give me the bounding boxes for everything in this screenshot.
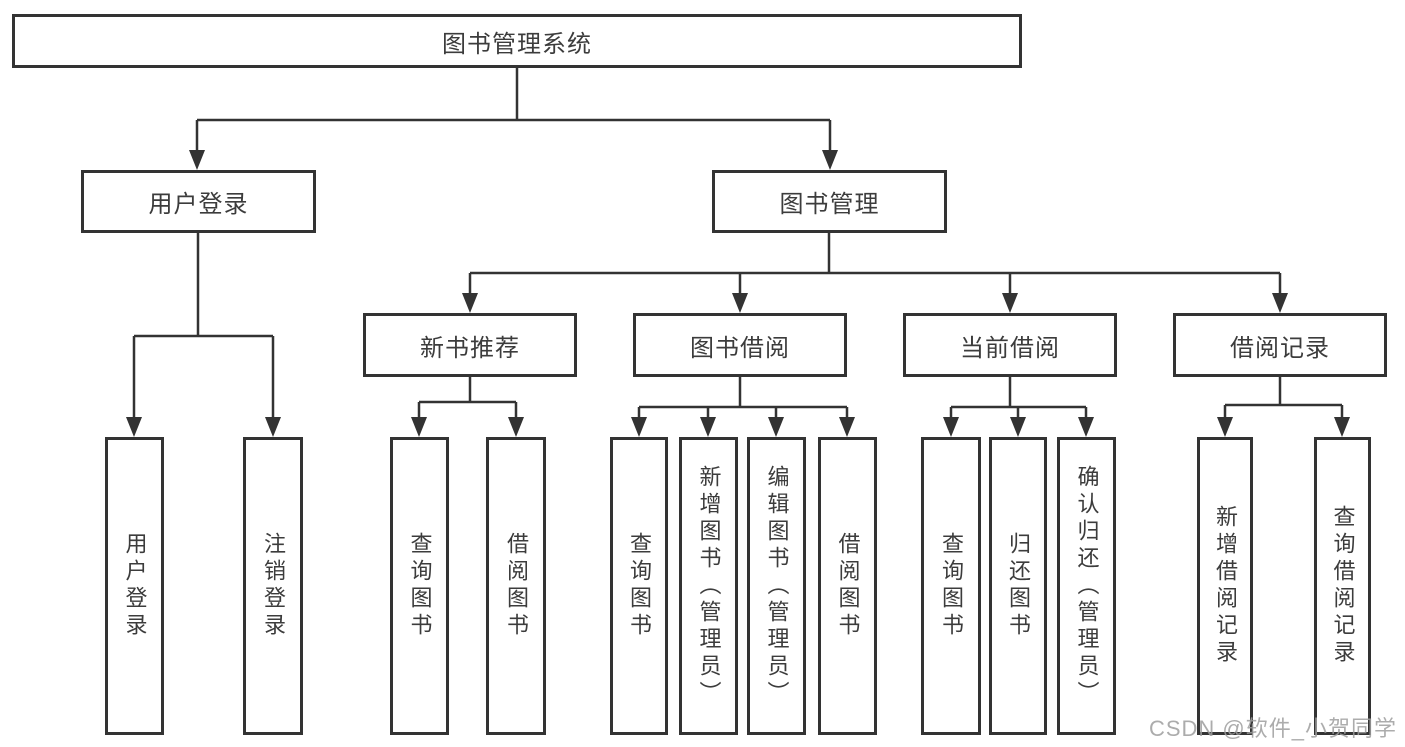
csdn-watermark: CSDN @软件_小贺同学: [1148, 716, 1397, 741]
node-label: 确认归还（管理员）: [1074, 464, 1100, 708]
connector-book-borrowing-to-leaves: [637, 377, 849, 420]
leaf-query-borrow-record: 查询借阅记录: [1314, 437, 1371, 735]
node-label: 注销登录: [261, 532, 286, 640]
node-label: 用户登录: [122, 532, 148, 640]
leaf-borrow-books-borrowing: 借阅图书: [818, 437, 877, 735]
connector-root-to-level2: [195, 68, 832, 152]
node-label: 查询图书: [627, 532, 652, 640]
leaf-return-books: 归还图书: [989, 437, 1047, 735]
leaf-user-login: 用户登录: [105, 437, 164, 735]
leaf-query-books-borrowing: 查询图书: [610, 437, 668, 735]
node-label: 图书管理: [779, 191, 880, 218]
node-label: 查询借阅记录: [1330, 505, 1356, 667]
node-user-login: 用户登录: [81, 170, 316, 233]
leaf-add-books-admin: 新增图书（管理员）: [679, 437, 738, 735]
arrowheads: [126, 150, 1350, 437]
connector-new-book-recommend-to-leaves: [417, 377, 518, 420]
node-label: 借阅图书: [835, 532, 861, 640]
node-label: 查询图书: [407, 532, 433, 640]
node-book-management: 图书管理: [712, 170, 947, 233]
leaf-confirm-return-admin: 确认归还（管理员）: [1057, 437, 1116, 735]
node-label: 借阅记录: [1230, 334, 1330, 362]
leaf-query-books-recommend: 查询图书: [390, 437, 449, 735]
node-label: 图书管理系统: [442, 30, 592, 58]
leaf-logout: 注销登录: [243, 437, 303, 735]
connector-book-management-to-level3: [468, 233, 1282, 295]
node-label: 借阅图书: [504, 532, 529, 640]
node-book-borrowing: 图书借阅: [633, 313, 847, 377]
node-new-book-recommend: 新书推荐: [363, 313, 577, 377]
node-borrowing-records: 借阅记录: [1173, 313, 1387, 377]
connector-borrowing-records-to-leaves: [1223, 377, 1344, 420]
node-current-borrowing: 当前借阅: [903, 313, 1117, 377]
node-label: 编辑图书（管理员）: [764, 464, 790, 708]
node-label: 查询图书: [939, 532, 964, 640]
node-label: 新增图书（管理员）: [696, 464, 722, 708]
leaf-query-books-current: 查询图书: [921, 437, 981, 735]
node-label: 当前借阅: [960, 334, 1060, 362]
connector-user-login-to-leaves: [132, 233, 275, 420]
connector-current-borrowing-to-leaves: [949, 377, 1088, 420]
node-label: 新增借阅记录: [1213, 505, 1238, 667]
leaf-add-borrow-record: 新增借阅记录: [1197, 437, 1253, 735]
node-label: 归还图书: [1006, 532, 1031, 640]
leaf-borrow-books-recommend: 借阅图书: [486, 437, 546, 735]
node-label: 新书推荐: [420, 334, 520, 362]
node-library-management-system: 图书管理系统: [12, 14, 1022, 68]
node-label: 图书借阅: [690, 334, 790, 362]
node-label: 用户登录: [148, 191, 249, 218]
leaf-edit-books-admin: 编辑图书（管理员）: [747, 437, 806, 735]
